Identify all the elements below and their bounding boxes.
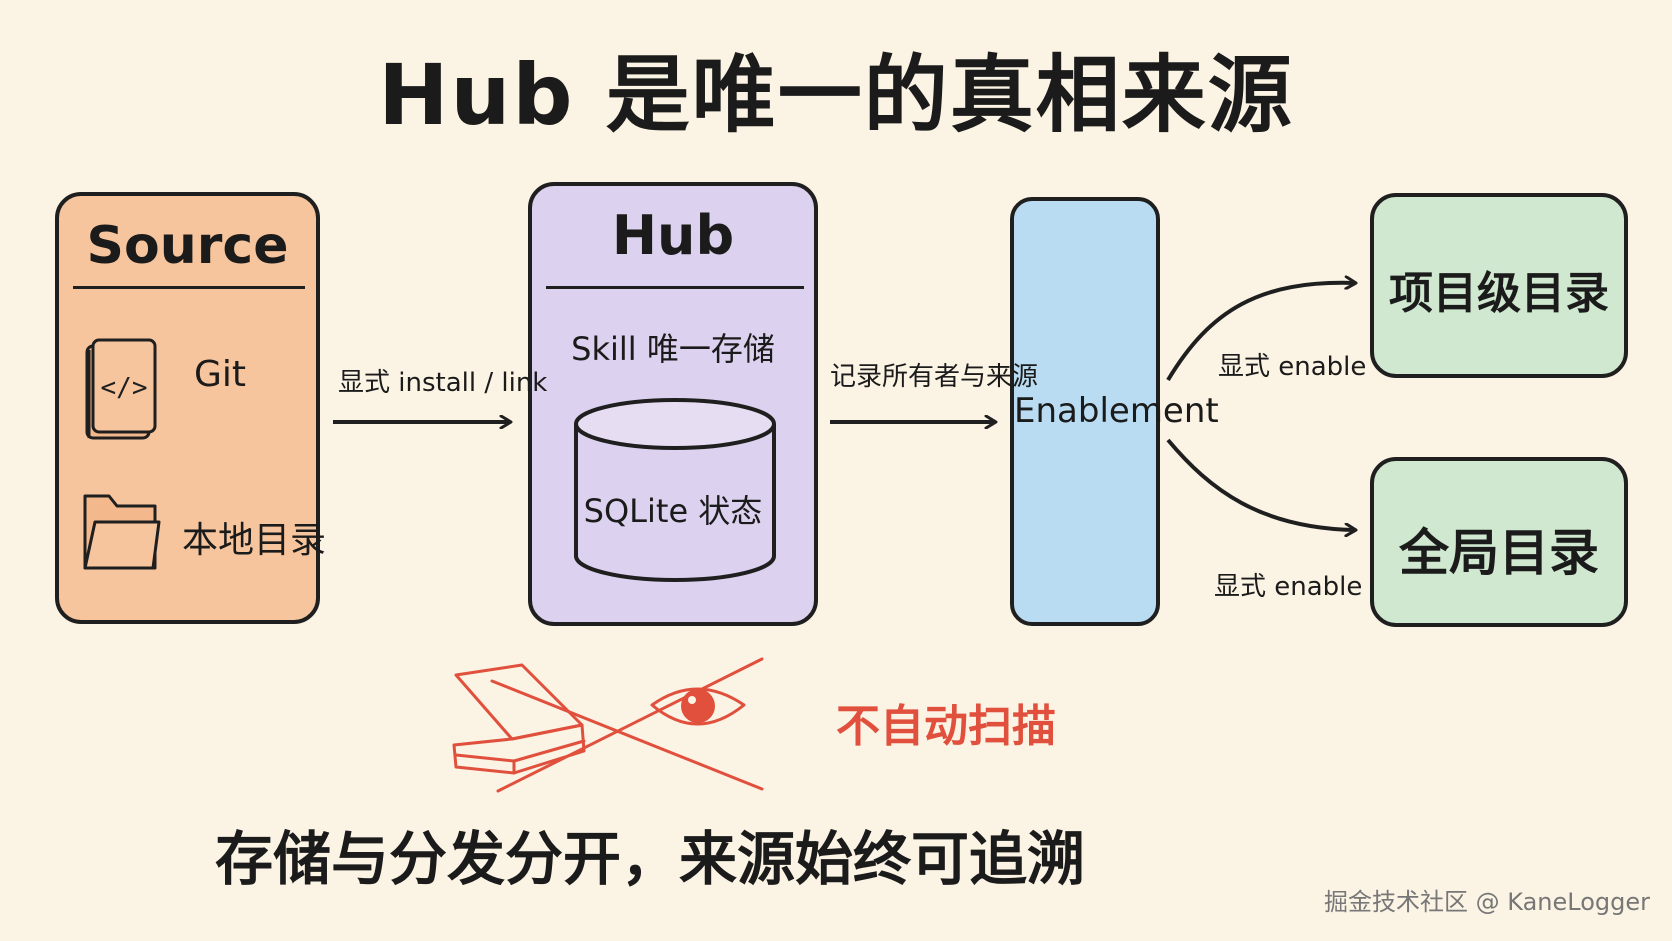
source-box: Source </> Git 本地目录 [55, 192, 326, 624]
hub-divider [546, 286, 804, 289]
no-auto-scan-label: 不自动扫描 [836, 701, 1056, 752]
diagram-title: Hub 是唯一的真相来源 [378, 46, 1294, 144]
hub-subtitle: Skill 唯一存储 [571, 330, 775, 368]
project-dir-box: 项目级目录 [1370, 193, 1628, 378]
footer-caption: 存储与分发分开，来源始终可追溯 [214, 825, 1085, 893]
folder-icon [83, 494, 161, 570]
database-cylinder-icon [574, 398, 776, 582]
svg-text:</>: </> [101, 373, 148, 403]
project-dir-label: 项目级目录 [1389, 268, 1609, 319]
hub-title: Hub [611, 204, 735, 267]
hub-box: Hub Skill 唯一存储 SQLite 状态 [528, 182, 818, 626]
source-divider [73, 286, 305, 289]
hub-db-label: SQLite 状态 [583, 492, 763, 530]
edge-label-enable-project: 显式 enable [1218, 352, 1367, 382]
source-item-local: 本地目录 [182, 520, 327, 561]
global-dir-label: 全局目录 [1399, 524, 1599, 582]
edge-label-enable-global: 显式 enable [1214, 572, 1363, 602]
enablement-box: Enablement [1010, 197, 1219, 626]
source-title: Source [86, 216, 289, 276]
code-book-icon: </> [85, 338, 157, 440]
arrow-enable-global [1166, 438, 1355, 530]
global-dir-box: 全局目录 [1370, 457, 1628, 627]
source-item-git: Git [194, 354, 247, 395]
arrow-enable-project [1166, 283, 1355, 382]
edge-label-install: 显式 install / link [338, 368, 548, 398]
edge-label-record: 记录所有者与来源 [830, 362, 1039, 392]
watermark: 掘金技术社区 @ KaneLogger [1324, 888, 1650, 916]
crossed-scanner-eye-icon [452, 657, 764, 793]
